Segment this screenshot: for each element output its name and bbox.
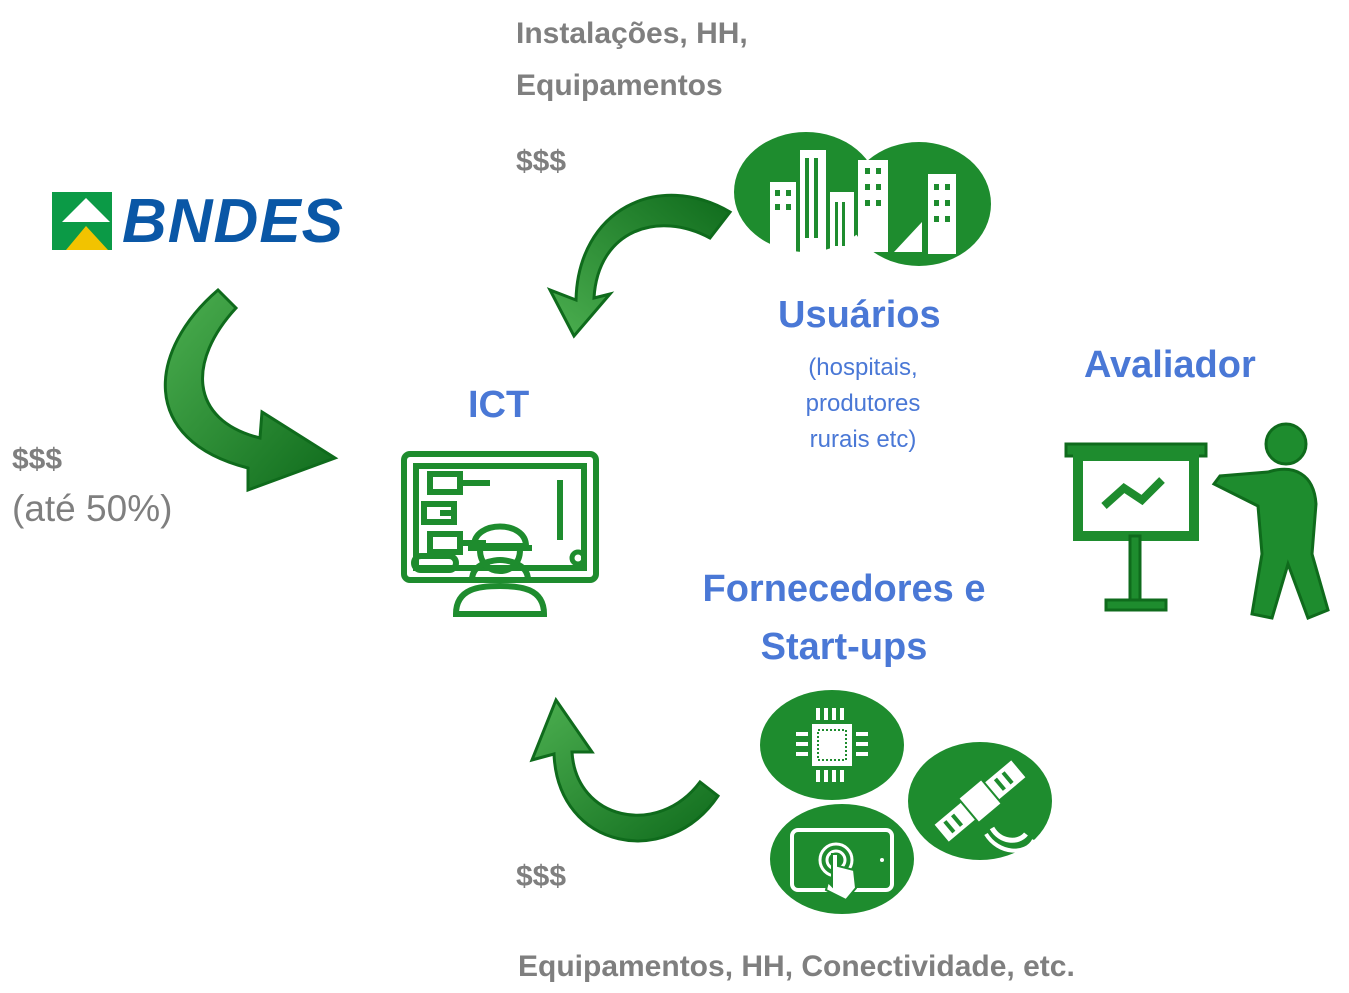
fornecedores-title-line-1: Fornecedores e (702, 568, 986, 610)
top-resources-line-2: Equipamentos (516, 69, 723, 102)
ict-label: ICT (468, 384, 530, 426)
arrow-bndes-to-ict (163, 287, 339, 493)
money-left-percentage: (até 50%) (12, 488, 173, 529)
usuarios-description-line-2: produtores (805, 390, 921, 417)
bndes-logo: BNDES (52, 187, 362, 256)
chip-icon (760, 690, 904, 800)
fornecedores-title: Fornecedores e Start-ups (690, 560, 998, 676)
satellite-icon (908, 742, 1052, 860)
presenter-icon (1064, 422, 1330, 620)
usuarios-title: Usuários (778, 294, 941, 336)
usuarios-description: (hospitais, produtores rurais etc) (788, 350, 938, 458)
bottom-resources-text: Equipamentos, HH, Conectividade, etc. (518, 950, 1075, 983)
arrow-fornecedores-to-ict (529, 696, 721, 843)
money-top-label: $$$ (516, 145, 567, 178)
money-left-label: $$$ (12, 443, 63, 476)
arrow-usuarios-to-ict (546, 193, 733, 339)
bndes-logo-text: BNDES (122, 187, 345, 256)
buildings-icon (734, 132, 991, 266)
bndes-logo-icon (52, 192, 112, 250)
fornecedores-title-line-2: Start-ups (760, 626, 928, 668)
top-resources-text: Instalações, HH, Equipamentos (516, 8, 748, 112)
tablet-touch-icon (770, 804, 914, 914)
top-resources-line-1: Instalações, HH, (516, 17, 748, 50)
usuarios-description-line-3: rurais etc) (809, 426, 917, 453)
avaliador-label: Avaliador (1084, 344, 1256, 386)
usuarios-description-line-1: (hospitais, (808, 354, 918, 381)
money-bottom-label: $$$ (516, 860, 567, 893)
engineer-monitor-icon (401, 451, 599, 617)
